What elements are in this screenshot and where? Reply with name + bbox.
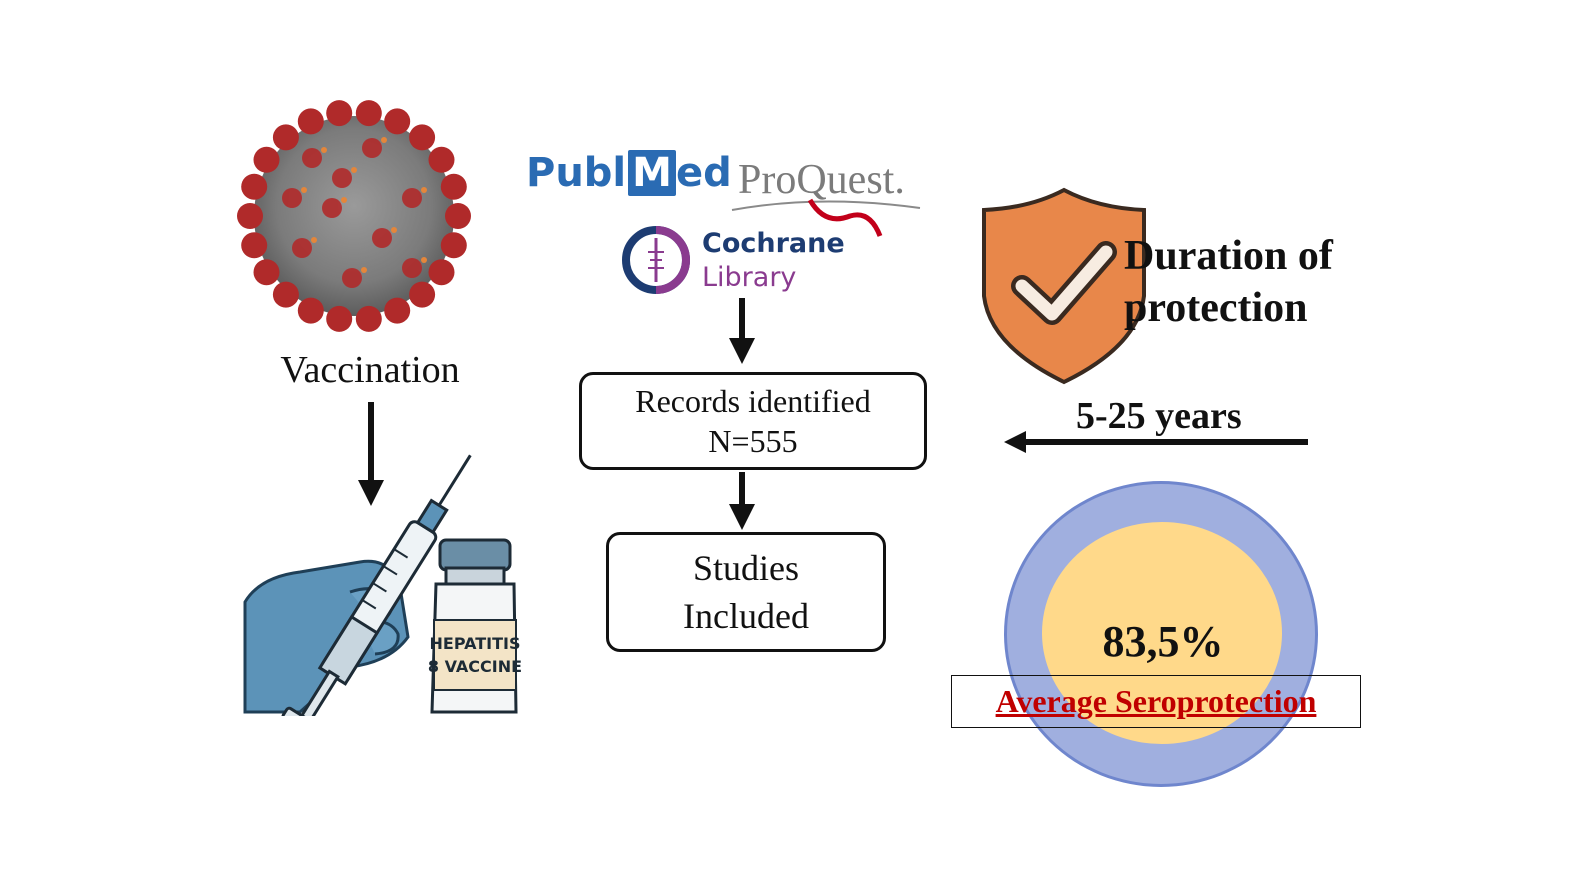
virus-spike (384, 108, 411, 135)
arrow-databases-shaft (739, 298, 745, 342)
records-count: N=555 (708, 423, 798, 459)
virus-icon (237, 100, 471, 332)
virus-spike (355, 305, 382, 332)
virus-spike (332, 168, 352, 188)
virus-spike (253, 259, 280, 286)
virus-spike (322, 198, 342, 218)
virus-dot (311, 237, 317, 243)
seroprotection-percent: 83,5% (1102, 617, 1224, 666)
virus-spike (445, 203, 471, 229)
years-label: 5-25 years (1076, 395, 1242, 437)
virus-spike (409, 281, 436, 308)
virus-spike (297, 297, 324, 324)
virus-dot (421, 257, 427, 263)
virus-spike (241, 232, 268, 259)
duration-title: Duration of protection (1124, 230, 1333, 334)
virus-spike (272, 281, 299, 308)
arrow-records-head (729, 504, 755, 530)
seroprotection-label: Average Seroprotection (995, 683, 1317, 719)
virus-spike (384, 297, 411, 324)
virus-spike (440, 232, 467, 259)
records-identified-box: Records identified N=555 (579, 372, 927, 470)
proquest-swoosh-icon (731, 198, 921, 237)
virus-spike (428, 146, 455, 173)
virus-dot (351, 167, 357, 173)
pubmed-logo-text-2: ed (675, 150, 732, 196)
virus-dot (381, 137, 387, 143)
arrow-vaccination-shaft (368, 402, 374, 482)
proquest-logo: ProQuest. (738, 157, 905, 203)
studies-label-2: Included (683, 596, 809, 636)
arrow-databases-head (729, 338, 755, 364)
virus-dot (361, 267, 367, 273)
arrow-records-shaft (739, 472, 745, 506)
cochrane-logo-icon (622, 226, 690, 294)
virus-spike (326, 305, 353, 332)
studies-included-box: Studies Included (606, 532, 886, 652)
records-label: Records identified (635, 383, 871, 419)
arrow-vaccination-head (358, 480, 384, 506)
virus-spike (409, 124, 436, 151)
virus-spike (428, 259, 455, 286)
virus-dot (421, 187, 427, 193)
virus-spike (302, 148, 322, 168)
duration-line2: protection (1124, 285, 1308, 331)
virus-dot (301, 187, 307, 193)
virus-spike (355, 100, 382, 127)
virus-dot (391, 227, 397, 233)
virus-spike (372, 228, 392, 248)
virus-spike (440, 173, 467, 200)
arrow-years-head (1004, 431, 1026, 453)
studies-label-1: Studies (692, 548, 799, 588)
virus-spike (292, 238, 312, 258)
vial-label-line1: HEPATITIS (430, 634, 521, 653)
pubmed-logo-m: M (628, 150, 676, 196)
virus-spike (342, 268, 362, 288)
duration-line1: Duration of (1124, 233, 1333, 279)
virus-spike (362, 138, 382, 158)
virus-dot (321, 147, 327, 153)
shield-check-icon (982, 187, 1146, 385)
cochrane-logo-text-2: Library (702, 262, 797, 293)
vial-label-line2: 8 VACCINE (428, 657, 522, 676)
virus-spike (297, 108, 324, 135)
inner-circle (1042, 522, 1282, 744)
virus-spike (402, 188, 422, 208)
virus-spike (402, 258, 422, 278)
syringe-icon: HEPATITIS 8 VACCINE (243, 454, 522, 716)
virus-spike (272, 124, 299, 151)
virus-spike (241, 173, 268, 200)
seroprotection-label-box: Average Seroprotection (951, 675, 1361, 728)
pubmed-logo-text-1: Publ (526, 150, 627, 196)
vaccination-label: Vaccination (280, 349, 460, 391)
virus-spike (282, 188, 302, 208)
cochrane-logo-text-1: Cochrane (702, 228, 845, 259)
arrow-years-shaft (1024, 439, 1308, 445)
virus-spike (326, 100, 353, 127)
virus-dot (341, 197, 347, 203)
virus-spike (253, 146, 280, 173)
virus-spike (237, 203, 263, 229)
